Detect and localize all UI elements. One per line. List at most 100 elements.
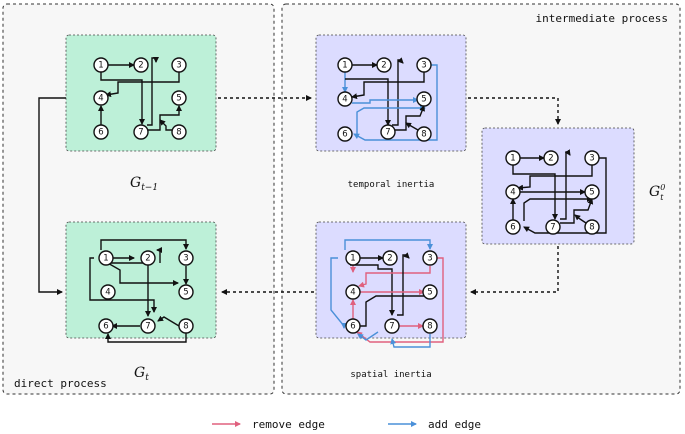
temporal-inertia-caption: temporal inertia	[348, 180, 435, 190]
edges-temporal	[342, 57, 438, 141]
node-label-g-t-6: 6	[103, 322, 108, 332]
arrow-to-g-t0	[468, 97, 561, 125]
node-label-spatial-5: 5	[427, 288, 432, 298]
nodes-g-t: 1 2 3 4 5 6 7 8	[98, 250, 194, 334]
node-spatial-5	[422, 284, 438, 300]
node-label-spatial-2: 2	[387, 254, 392, 264]
node-label-g-t0-3: 3	[589, 154, 594, 164]
node-g-t-6	[98, 318, 114, 334]
node-label-g-t0-1: 1	[510, 154, 515, 164]
arrow-to-spatial	[470, 246, 559, 295]
node-g-t-3	[178, 250, 194, 266]
node-spatial-1	[345, 250, 361, 266]
node-label-g-t-2: 2	[145, 254, 150, 264]
arrow-direct	[38, 97, 66, 295]
legend-add-label: add edge	[428, 418, 481, 431]
node-temporal-4	[337, 91, 353, 107]
node-g-prev-8	[171, 124, 187, 140]
node-label-g-t0-2: 2	[548, 154, 553, 164]
node-label-spatial-6: 6	[350, 322, 355, 332]
node-label-g-t0-5: 5	[589, 188, 594, 198]
node-label-spatial-3: 3	[427, 254, 432, 264]
node-label-g-prev-8: 8	[176, 128, 181, 138]
node-spatial-6	[345, 318, 361, 334]
node-label-spatial-1: 1	[350, 254, 355, 264]
intermediate-process-label: intermediate process	[536, 12, 668, 25]
node-label-g-t-1: 1	[103, 254, 108, 264]
node-g-t0-5	[584, 184, 600, 200]
node-label-g-prev-2: 2	[138, 61, 143, 71]
g-t-label: Gt	[134, 365, 149, 383]
g-prev-label: Gt−1	[130, 175, 158, 193]
edges-g-t0	[510, 149, 607, 234]
node-label-spatial-8: 8	[427, 322, 432, 332]
node-label-g-t-7: 7	[145, 322, 150, 332]
node-g-t-5	[178, 284, 194, 300]
node-label-g-t-3: 3	[183, 254, 188, 264]
node-label-temporal-3: 3	[421, 61, 426, 71]
node-label-g-prev-7: 7	[138, 128, 143, 138]
node-g-t0-2	[543, 150, 559, 166]
node-g-prev-3	[171, 57, 187, 73]
node-label-temporal-4: 4	[342, 95, 347, 105]
node-temporal-8	[416, 126, 432, 142]
node-label-temporal-6: 6	[342, 130, 347, 140]
edges-g-prev	[98, 57, 182, 131]
edges-g-t	[89, 239, 189, 343]
node-spatial-7	[384, 318, 400, 334]
node-label-g-t0-4: 4	[510, 188, 515, 198]
node-label-g-prev-4: 4	[98, 94, 103, 104]
node-temporal-2	[376, 57, 392, 73]
node-g-t-8	[178, 318, 194, 334]
node-g-t-2	[140, 250, 156, 266]
node-g-t-1	[98, 250, 114, 266]
node-label-g-t-8: 8	[183, 322, 188, 332]
node-label-g-t0-7: 7	[550, 223, 555, 233]
node-label-g-t-4: 4	[105, 288, 110, 298]
direct-process-label: direct process	[14, 377, 107, 390]
node-spatial-2	[382, 250, 398, 266]
node-temporal-6	[337, 126, 353, 142]
node-spatial-3	[422, 250, 438, 266]
node-temporal-3	[416, 57, 432, 73]
nodes-spatial: 1 2 3 4 5 6 7 8	[345, 250, 438, 334]
node-g-t0-1	[505, 150, 521, 166]
legend-remove-label: remove edge	[252, 418, 325, 431]
node-label-temporal-1: 1	[342, 61, 347, 71]
node-label-spatial-7: 7	[389, 322, 394, 332]
node-label-temporal-2: 2	[381, 61, 386, 71]
node-g-prev-4	[93, 90, 109, 106]
node-temporal-7	[380, 124, 396, 140]
spatial-inertia-caption: spatial inertia	[350, 370, 431, 380]
node-g-prev-1	[93, 57, 109, 73]
node-label-g-prev-1: 1	[98, 61, 103, 71]
node-label-g-prev-3: 3	[176, 61, 181, 71]
edges-spatial	[330, 239, 444, 348]
node-label-g-t-5: 5	[183, 288, 188, 298]
node-label-g-t0-6: 6	[510, 223, 515, 233]
node-label-spatial-4: 4	[350, 288, 355, 298]
node-temporal-5	[416, 91, 432, 107]
node-label-g-prev-6: 6	[98, 128, 103, 138]
node-g-prev-7	[133, 124, 149, 140]
node-g-t0-3	[584, 150, 600, 166]
nodes-g-prev: 1 2 3 4 5 6 7 8	[93, 57, 187, 140]
node-g-prev-5	[171, 90, 187, 106]
node-spatial-8	[422, 318, 438, 334]
node-g-t-4	[100, 284, 116, 300]
node-g-t0-6	[505, 219, 521, 235]
node-g-t0-4	[505, 184, 521, 200]
node-g-t-7	[140, 318, 156, 334]
node-label-g-prev-5: 5	[176, 94, 181, 104]
node-spatial-4	[345, 284, 361, 300]
node-g-t0-7	[545, 219, 561, 235]
node-label-temporal-8: 8	[421, 130, 426, 140]
node-temporal-1	[337, 57, 353, 73]
node-label-temporal-5: 5	[421, 95, 426, 105]
